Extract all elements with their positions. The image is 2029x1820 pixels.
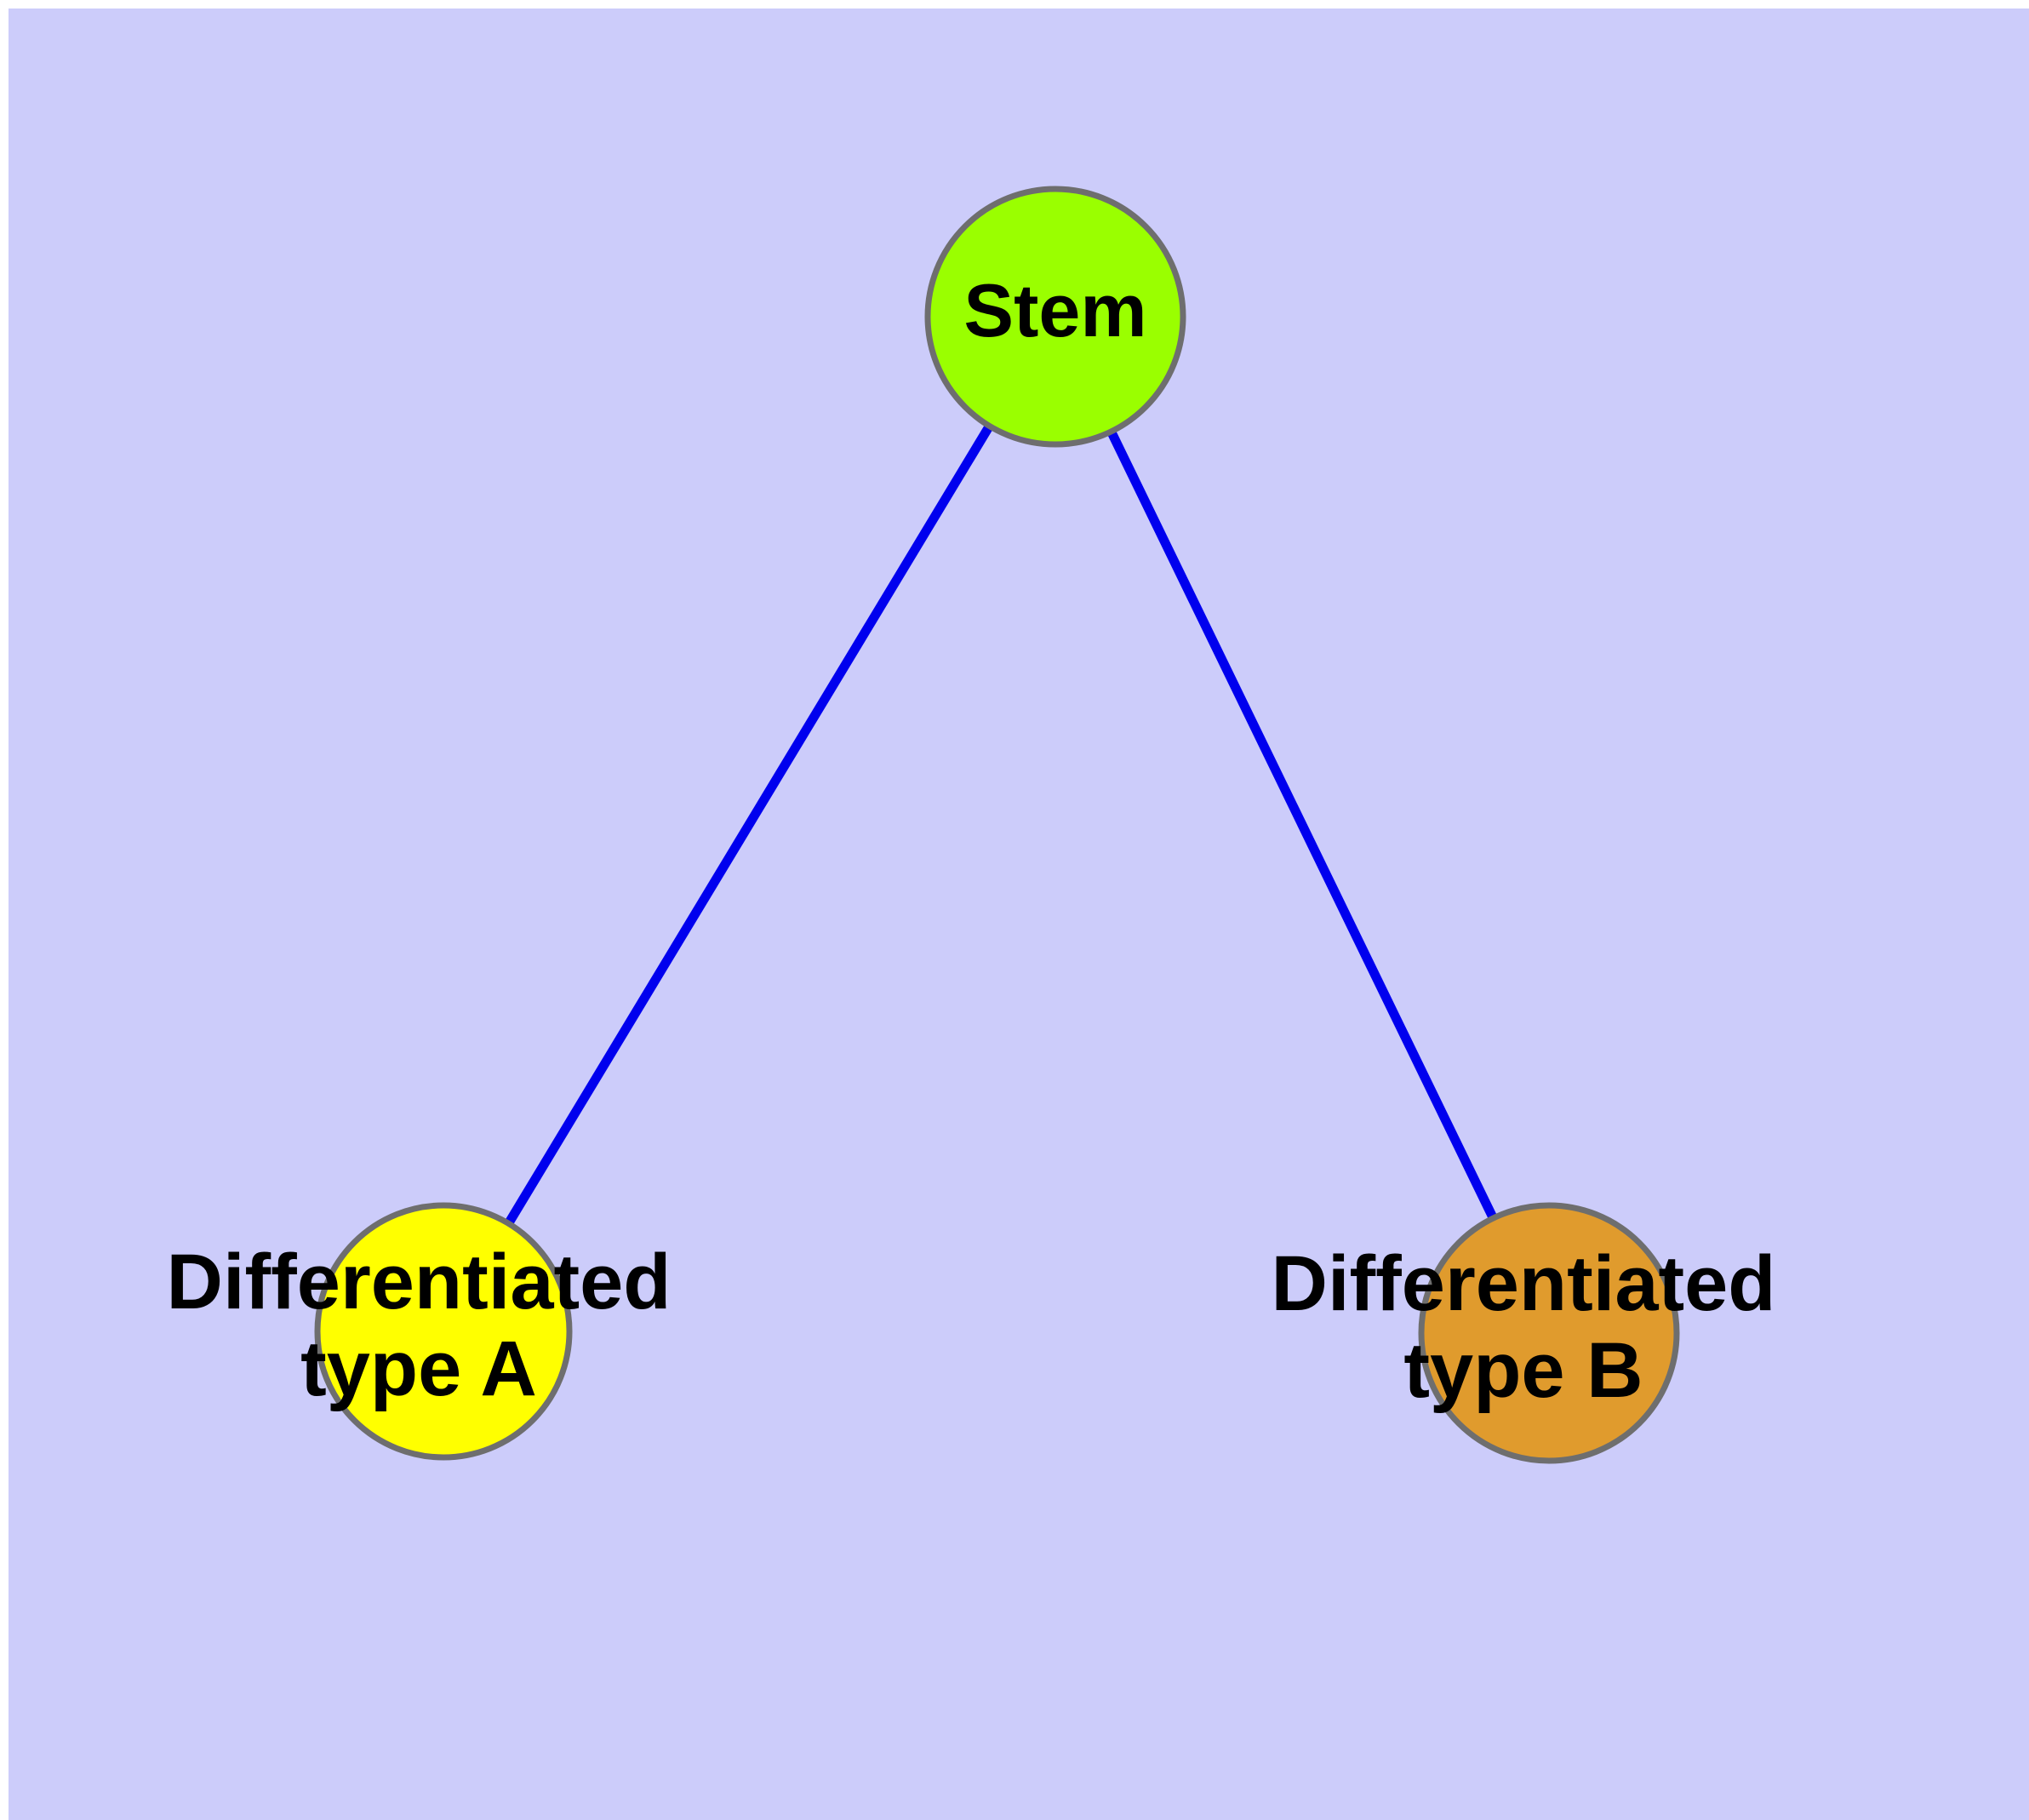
edge-stem-to-diff_b[interactable]: [1051, 314, 1553, 1336]
node-label-line: Differentiated: [167, 1239, 672, 1325]
node-label-stem: Stem: [963, 268, 1146, 352]
edge-layer: [439, 314, 1553, 1336]
node-label-line: Differentiated: [1272, 1240, 1776, 1327]
node-circle-diff_b[interactable]: [1418, 1202, 1680, 1464]
edge-stem-to-diff_a[interactable]: [439, 314, 1060, 1334]
node-circle-diff_a[interactable]: [314, 1202, 573, 1461]
node-label-line: type B: [1403, 1327, 1643, 1414]
node-circle-stem[interactable]: [924, 186, 1186, 448]
node-label-line: Stem: [963, 268, 1146, 352]
node-label-line: type A: [300, 1325, 537, 1412]
node-layer: [314, 186, 1680, 1464]
